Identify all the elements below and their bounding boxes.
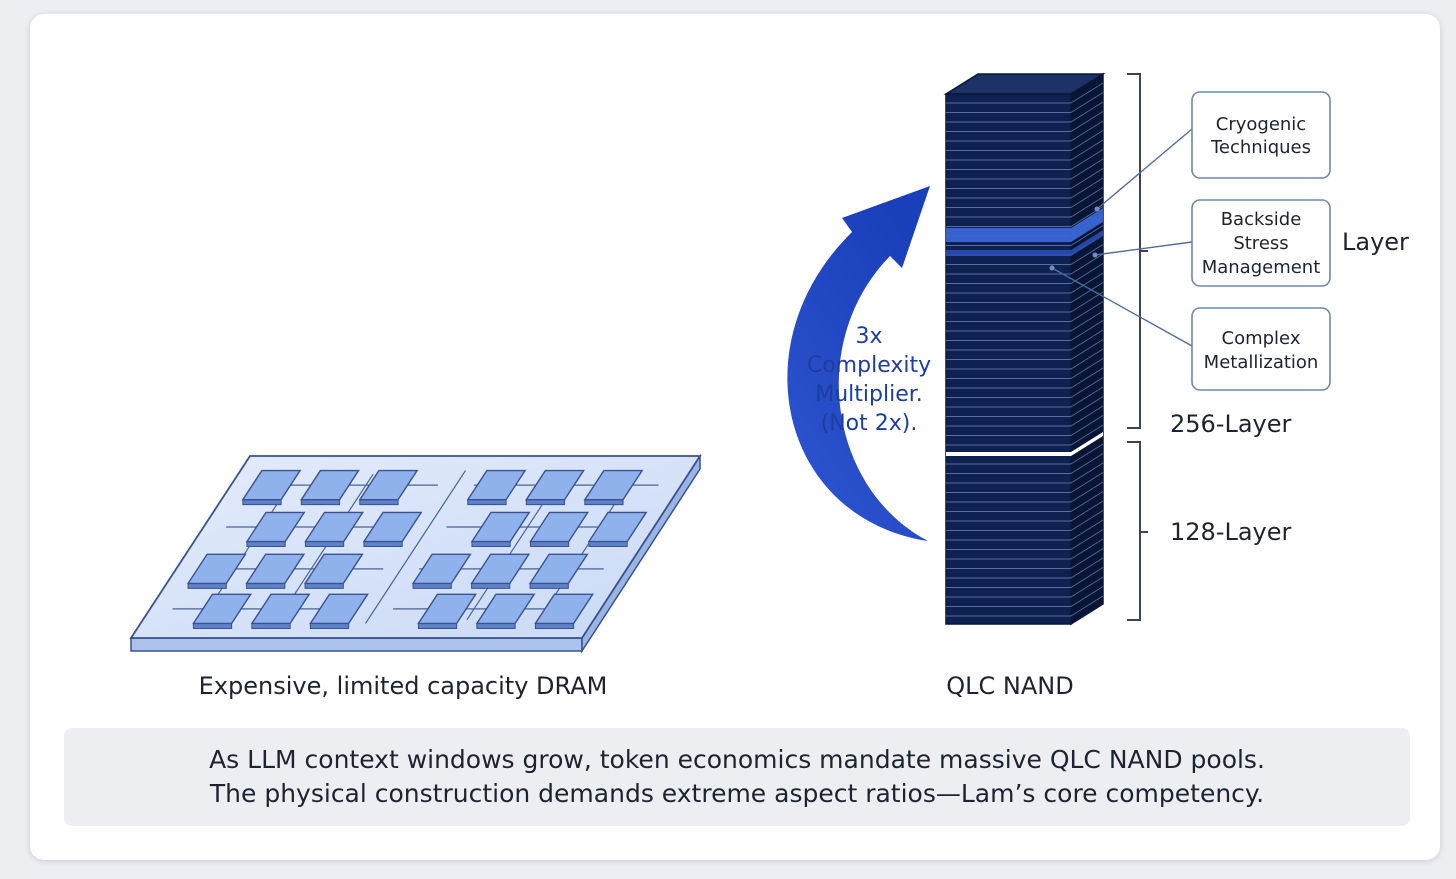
- dram-chip: [303, 553, 364, 585]
- dram-chip: [309, 593, 369, 625]
- dram-chip: [304, 511, 365, 543]
- dram-chip-edge: [588, 541, 628, 548]
- callout-complex-metallization: Complex Metallization: [1191, 307, 1331, 391]
- dram-chip: [362, 511, 423, 543]
- callout-cryogenic-line-1: Techniques: [1210, 137, 1311, 158]
- dram-chip: [525, 469, 585, 501]
- curved-arrow-icon: [787, 186, 930, 541]
- lower-bracket-label: 128-Layer: [1170, 518, 1292, 546]
- nand-highlight-layer: [946, 208, 1103, 242]
- dram-module: [129, 453, 702, 654]
- callout-backside-stress: Backside Stress Management: [1191, 199, 1331, 287]
- dram-chip-edge: [187, 582, 227, 589]
- callout-cryogenic-line-0: Cryogenic: [1216, 114, 1306, 135]
- dram-chip: [241, 469, 302, 501]
- callout-metallization-line-0: Complex: [1222, 328, 1301, 349]
- slide-card: Expensive, limited capacity DRAM 3x Comp…: [30, 14, 1440, 860]
- lower-bracket: [1127, 441, 1148, 621]
- caption-line-1: As LLM context windows grow, token econo…: [209, 745, 1265, 774]
- dram-chip: [528, 553, 589, 585]
- dram-chip-edge: [363, 541, 403, 548]
- dram-chip-edge: [584, 499, 624, 506]
- nand-highlight-layer-2: [946, 230, 1103, 256]
- callout-backside-line-0: Backside: [1221, 209, 1302, 230]
- dram-chip: [470, 553, 531, 585]
- dram-chip: [583, 469, 644, 501]
- dram-chip: [186, 553, 247, 585]
- dram-chip-edge: [529, 541, 570, 548]
- dram-chip-edge: [476, 622, 516, 629]
- arrow-line-2: Multiplier.: [815, 382, 923, 407]
- dram-chip-edge: [529, 582, 569, 589]
- dram-chip-edge: [309, 622, 350, 629]
- arrow-line-1: Complexity: [807, 353, 931, 378]
- nand-label: QLC NAND: [946, 672, 1073, 700]
- dram-chip-edge: [525, 499, 566, 506]
- nand-stack: [943, 72, 1106, 626]
- callout-leaders: [1051, 128, 1193, 347]
- dram-chip: [250, 593, 311, 625]
- nand-stack-front: [945, 93, 1072, 625]
- complexity-arrow: [787, 186, 930, 541]
- leader-dot: [1092, 252, 1098, 258]
- layer-label: Layer: [1342, 228, 1409, 256]
- leader-dot: [1049, 265, 1055, 271]
- dram-chip-edge: [192, 622, 233, 629]
- dram-chip: [466, 469, 527, 501]
- dram-chip-edge: [246, 582, 286, 589]
- dram-chip: [534, 593, 594, 625]
- dram-chip-edge: [467, 499, 507, 506]
- dram-label: Expensive, limited capacity DRAM: [199, 672, 608, 700]
- dram-chip: [587, 511, 648, 543]
- arrow-line-3: (Not 2x).: [821, 411, 918, 436]
- dram-chip-edge: [300, 499, 341, 506]
- dram-chip: [245, 553, 306, 585]
- dram-chip-edge: [246, 541, 286, 548]
- nand-tier-seam: [946, 432, 1103, 456]
- dram-board-edge: [130, 637, 583, 652]
- dram-chip-edge: [534, 622, 575, 629]
- callout-cryogenic: Cryogenic Techniques: [1191, 91, 1331, 179]
- dram-chip: [300, 469, 360, 501]
- upper-bracket: [1127, 73, 1148, 429]
- dram-chip-edge: [359, 499, 399, 506]
- dram-chip: [192, 593, 252, 625]
- dram-chip: [529, 511, 590, 543]
- arrow-line-0: 3x: [855, 324, 882, 349]
- dram-chip: [411, 553, 472, 585]
- dram-chip-edge: [304, 582, 344, 589]
- callout-backside-line-2: Management: [1202, 257, 1321, 278]
- dram-chip-edge: [417, 622, 458, 629]
- dram-chip-edge: [412, 582, 452, 589]
- memory-diagram: Expensive, limited capacity DRAM 3x Comp…: [129, 72, 1409, 700]
- callout-metallization-line-1: Metallization: [1204, 352, 1319, 373]
- dram-chip: [245, 511, 306, 543]
- dram-chip: [417, 593, 477, 625]
- dram-chip-edge: [471, 541, 511, 548]
- dram-chip-edge: [251, 622, 291, 629]
- dram-chip-edge: [304, 541, 345, 548]
- upper-bracket-label: 256-Layer: [1170, 410, 1292, 438]
- caption-line-2: The physical construction demands extrem…: [209, 779, 1265, 808]
- dram-chip: [358, 469, 419, 501]
- dram-chip-edge: [242, 499, 282, 506]
- dram-chip-edge: [471, 582, 511, 589]
- caption-box: As LLM context windows grow, token econo…: [64, 728, 1410, 826]
- callout-backside-line-1: Stress: [1233, 233, 1288, 254]
- dram-chip: [475, 593, 536, 625]
- dram-chip: [470, 511, 531, 543]
- leader-dot: [1094, 206, 1100, 212]
